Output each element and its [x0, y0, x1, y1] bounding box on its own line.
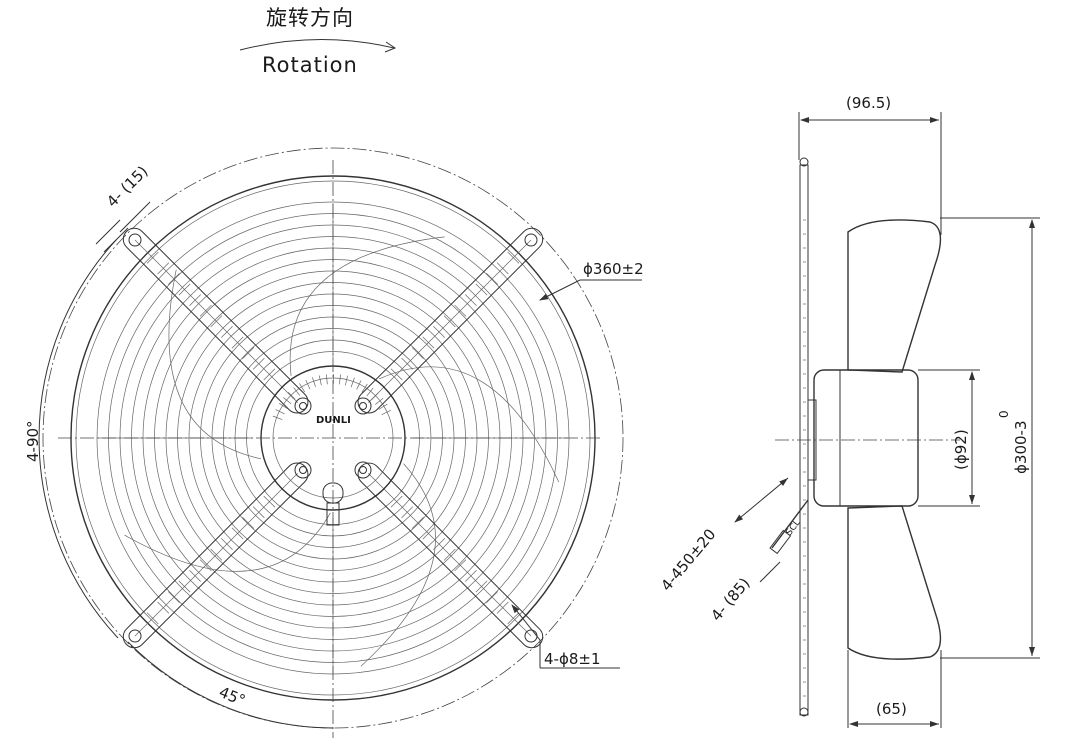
angle-90-label: 4-90°: [24, 420, 42, 462]
fan-dia-tolerance: 0: [997, 410, 1011, 418]
side-motor-body: [814, 370, 918, 506]
mounting-arm: [119, 224, 313, 418]
blade-depth-label: (65): [876, 700, 907, 718]
motor-dia-label: (ϕ92): [952, 429, 970, 470]
grid-spacing-ext-1: [96, 220, 120, 244]
mounting-arm: [354, 224, 548, 418]
front-view: DUNLI ϕ360±2 4- (15) 4-90° 45° 4-ϕ8±1: [24, 148, 644, 738]
mounting-arm: [354, 459, 548, 653]
rotation-indicator: 旋转方向 Rotation: [240, 6, 395, 77]
hole-leader: [512, 605, 540, 640]
mounting-arm: [119, 459, 313, 653]
hub-bolt-center: [300, 403, 307, 410]
hub-vent-slot: [319, 375, 321, 385]
grid-spacing-label: 4- (15): [103, 162, 151, 210]
fan-dia-label: ϕ300-3: [1012, 421, 1030, 474]
side-blade-bottom: [848, 506, 940, 659]
outer-diameter-leader: [540, 280, 580, 300]
hub-bolt-center: [360, 467, 367, 474]
hole-label: 4-ϕ8±1: [544, 650, 601, 668]
hub-vent-slot: [312, 377, 315, 386]
cable-length-label: 4-450±20: [657, 525, 719, 594]
rotation-arrow: [240, 39, 394, 50]
side-plate-marks: [803, 220, 806, 696]
outer-diameter-label: ϕ360±2: [583, 260, 644, 278]
hub-vent-slot: [345, 376, 347, 386]
angle-45-label: 45°: [217, 683, 248, 710]
side-view: (96.5) (ϕ92) ϕ300-3 0 SCL 4-450±20: [657, 94, 1040, 728]
hub-vent-slot: [351, 378, 354, 387]
brand-label: DUNLI: [316, 415, 351, 426]
hub-bolt-center: [360, 403, 367, 410]
strip-length-line: [760, 562, 780, 582]
hub-vent-slot: [273, 416, 282, 419]
hub-vent-slot: [339, 374, 340, 384]
rotation-label-en: Rotation: [262, 53, 358, 77]
hub-vent-slot: [288, 392, 295, 399]
fan-blade-edge: [379, 367, 559, 482]
hub-bolt-center: [300, 467, 307, 474]
cable-length-line: [735, 478, 788, 522]
depth-label: (96.5): [846, 94, 891, 112]
hub-vent-slot: [371, 393, 378, 400]
hub-vent-slot: [306, 380, 310, 389]
angle-90-arc: [39, 240, 118, 638]
side-blade-top: [848, 220, 940, 372]
rotation-label-cn: 旋转方向: [266, 6, 354, 30]
strip-length-label: 4- (85): [707, 574, 753, 624]
hub-vent-slot: [326, 374, 327, 384]
